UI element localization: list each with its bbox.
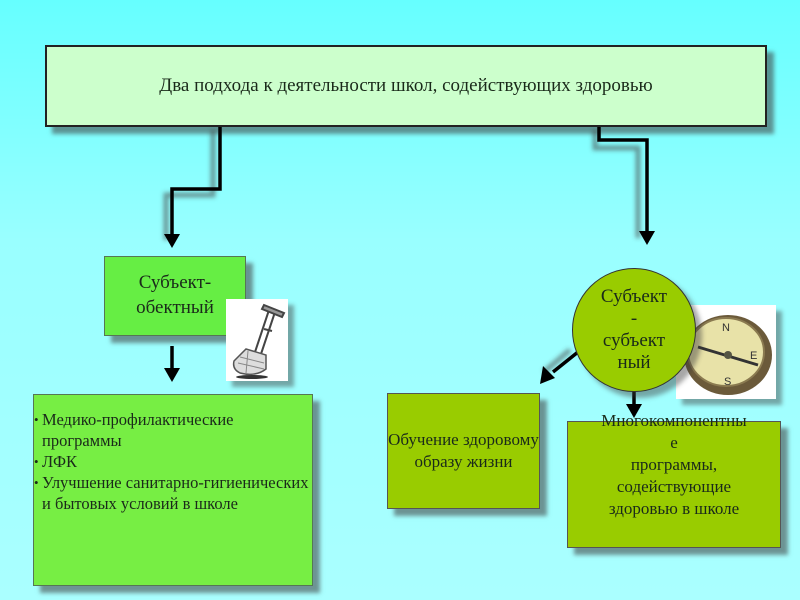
svg-text:S: S (724, 376, 731, 388)
arrowhead-icon (164, 234, 180, 248)
crutch-icon (226, 299, 288, 381)
list-item: Медико-профилактические программы (34, 409, 312, 451)
multicomponent-programs-node: Многокомпонентны е программы, содействую… (567, 411, 781, 548)
diagram-title: Два подхода к деятельности школ, содейст… (159, 75, 653, 96)
subject-subject-label: Субъект - субъект ный (600, 286, 668, 373)
arrowhead-icon (540, 366, 555, 384)
list-item: Улучшение санитарно-гигиенических и быто… (34, 472, 312, 514)
healthy-lifestyle-label: Обучение здоровому образу жизни (388, 430, 539, 471)
left-items-box: Медико-профилактические программы ЛФК Ул… (33, 394, 313, 586)
subject-object-node: Субъект- обектный (104, 256, 246, 336)
connector-to-left-child (551, 350, 580, 374)
title-box: Два подхода к деятельности школ, содейст… (45, 45, 767, 127)
subject-subject-node: Субъект - субъект ный (572, 268, 696, 392)
connector-right (597, 127, 649, 232)
multicomponent-programs-label: Многокомпонентны е программы, содействую… (601, 411, 747, 518)
list-item: ЛФК (34, 451, 312, 472)
connector-left (170, 127, 222, 235)
subject-object-label: Субъект- обектный (136, 272, 214, 318)
healthy-lifestyle-node: Обучение здоровому образу жизни (387, 393, 540, 509)
arrowhead-icon (639, 231, 655, 245)
left-items-list: Медико-профилактические программы ЛФК Ул… (34, 409, 312, 514)
arrowhead-icon (164, 368, 180, 382)
svg-text:E: E (750, 350, 757, 362)
svg-text:N: N (722, 322, 730, 334)
